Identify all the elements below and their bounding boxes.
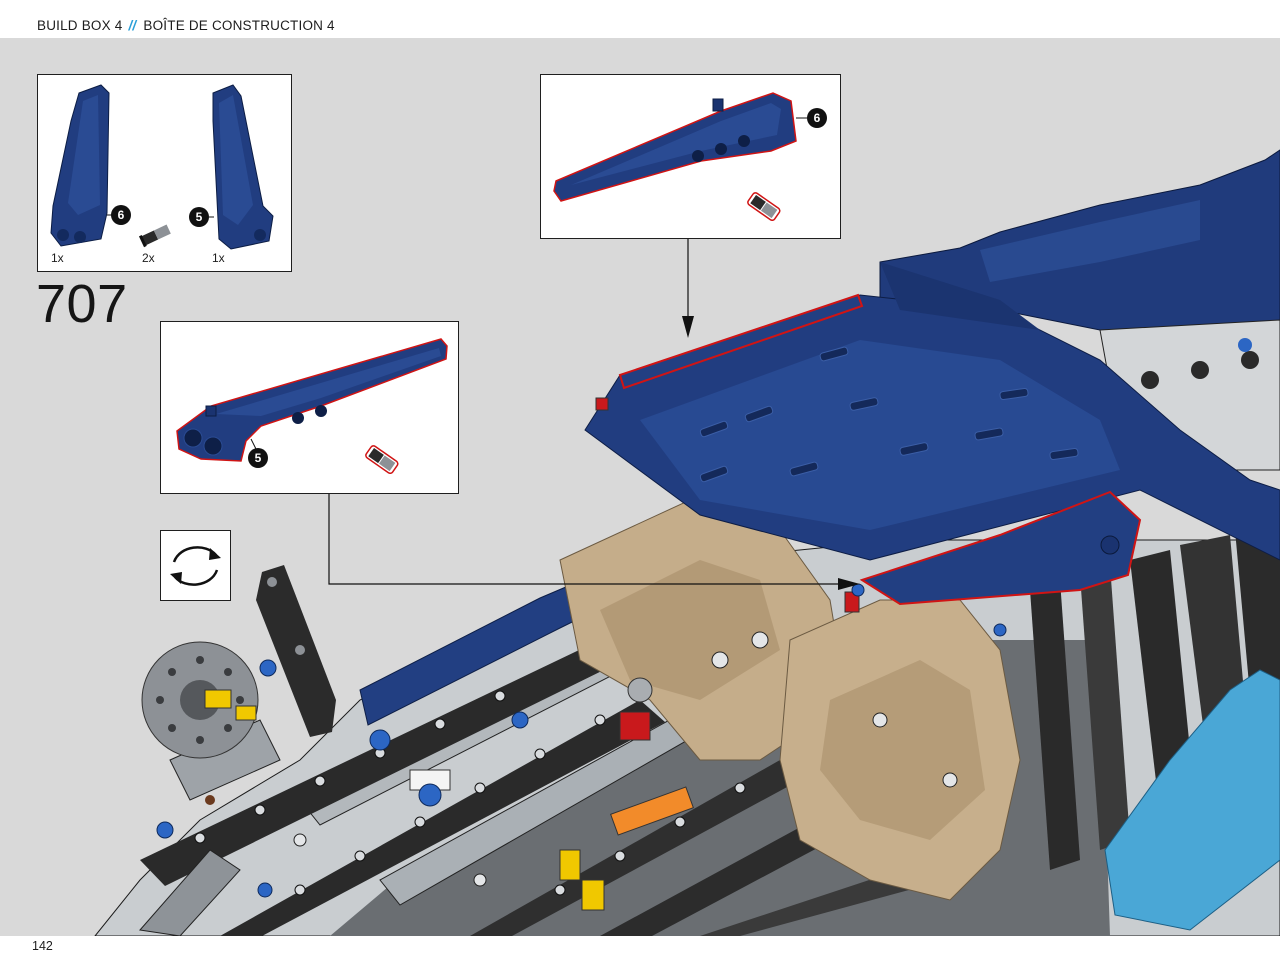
dark-blue-panel-icon bbox=[50, 84, 110, 247]
callout-6: 6 bbox=[807, 108, 827, 128]
callout-6: 6 bbox=[111, 205, 131, 225]
build-box-label-fr: BOÎTE DE CONSTRUCTION 4 bbox=[143, 18, 335, 33]
subassembly-callout-left: 5 bbox=[160, 321, 459, 494]
header-separator: // bbox=[128, 18, 137, 33]
callout-5: 5 bbox=[189, 207, 209, 227]
part-qty: 2x bbox=[142, 251, 155, 265]
hood-top-piece-highlight bbox=[618, 293, 864, 390]
svg-text:6: 6 bbox=[118, 208, 125, 222]
build-box-label: BUILD BOX 4 bbox=[37, 18, 123, 33]
svg-text:5: 5 bbox=[255, 451, 262, 465]
svg-text:5: 5 bbox=[196, 210, 203, 224]
dark-blue-panel-icon bbox=[212, 84, 274, 250]
part-qty: 1x bbox=[212, 251, 225, 265]
parts-list: 6 5 1x 2x 1x bbox=[37, 74, 292, 272]
rotate-model-icon bbox=[160, 530, 231, 601]
detail-parts bbox=[156, 583, 1007, 911]
hood-panel-part bbox=[553, 92, 797, 202]
brake-disc bbox=[141, 641, 259, 759]
callout-5: 5 bbox=[248, 448, 268, 468]
seat-right bbox=[779, 599, 1021, 901]
new-front-piece bbox=[859, 490, 1142, 606]
left-upright bbox=[256, 565, 336, 737]
light-blue-panel bbox=[1104, 669, 1280, 931]
page-number: 142 bbox=[32, 939, 53, 953]
step-number: 707 bbox=[36, 274, 128, 334]
hood-panel-part bbox=[176, 338, 448, 462]
page-header: BUILD BOX 4 // BOÎTE DE CONSTRUCTION 4 bbox=[37, 18, 335, 33]
part-qty: 1x bbox=[51, 251, 64, 265]
svg-text:6: 6 bbox=[814, 111, 821, 125]
connector-pin-icon bbox=[138, 224, 171, 248]
subassembly-callout-top: 6 bbox=[540, 74, 841, 239]
connector-pin-icon bbox=[365, 445, 399, 475]
connector-pin-icon bbox=[747, 192, 781, 222]
